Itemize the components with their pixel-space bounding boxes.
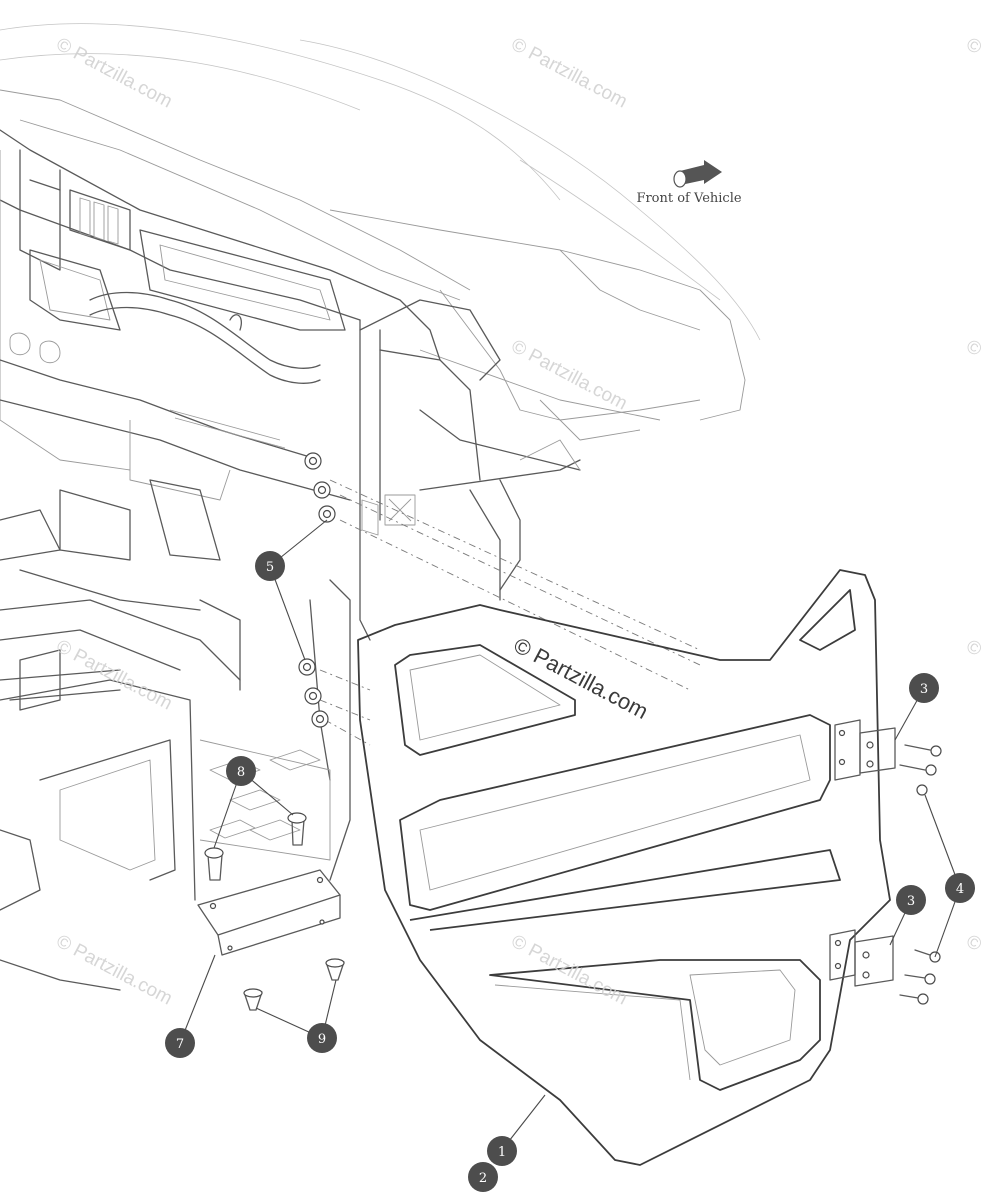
svg-text:7: 7: [176, 1037, 184, 1052]
floor-structure: [0, 599, 331, 991]
watermark: © Partzilla.com: [508, 336, 631, 415]
watermark: © Partzilla.com: [508, 931, 631, 1010]
watermark: © Partzilla.com: [53, 636, 176, 715]
svg-text:9: 9: [318, 1032, 326, 1047]
front-of-vehicle-indicator: Front of Vehicle: [636, 160, 742, 206]
hinge-lower: [829, 929, 894, 987]
watermark: ©: [963, 931, 984, 956]
alignment-lines: [319, 479, 701, 746]
svg-text:3: 3: [907, 894, 915, 909]
panel-screws: [204, 812, 307, 881]
watermark: ©: [963, 636, 984, 661]
watermark-main: © Partzilla.com: [510, 632, 653, 724]
front-of-vehicle-label: Front of Vehicle: [636, 191, 741, 206]
watermark: © Partzilla.com: [53, 931, 176, 1010]
svg-text:4: 4: [956, 882, 964, 897]
dashboard-panel: [0, 129, 441, 611]
leader-lines: [179, 519, 961, 1151]
watermarks: © Partzilla.com © Partzilla.com © © Part…: [53, 34, 984, 1010]
callout-2: 2: [468, 1162, 498, 1192]
svg-text:8: 8: [237, 765, 245, 780]
bolt: [916, 784, 928, 796]
svg-text:1: 1: [498, 1145, 506, 1160]
svg-text:5: 5: [266, 560, 274, 575]
callout-4: 4: [945, 873, 975, 903]
vehicle-body-outline: [0, 23, 761, 441]
callout-3-upper: 3: [909, 673, 939, 703]
svg-text:2: 2: [479, 1171, 487, 1186]
watermark: © Partzilla.com: [53, 34, 176, 113]
bolt: [899, 764, 937, 776]
callout-9: 9: [307, 1023, 337, 1053]
bolt: [904, 973, 936, 985]
callout-8: 8: [226, 756, 256, 786]
hinge-bolts: [899, 744, 942, 1005]
callout-3-lower: 3: [896, 885, 926, 915]
bolt: [899, 993, 929, 1005]
lower-bracket: [197, 869, 341, 956]
bolt: [904, 744, 942, 757]
callout-1: 1: [487, 1136, 517, 1166]
push-rivets: [243, 958, 345, 1011]
watermark: ©: [963, 34, 984, 59]
vehicle-frame: [199, 299, 581, 881]
callout-7: 7: [165, 1028, 195, 1058]
arrow-right-icon: [673, 160, 722, 188]
hinge-upper: [834, 719, 896, 781]
watermark: ©: [963, 336, 984, 361]
svg-text:3: 3: [920, 682, 928, 697]
bolt: [914, 949, 941, 963]
callout-5: 5: [255, 551, 285, 581]
door-panel: [357, 569, 891, 1166]
frame-nuts: [298, 452, 336, 728]
watermark: © Partzilla.com: [508, 34, 631, 113]
